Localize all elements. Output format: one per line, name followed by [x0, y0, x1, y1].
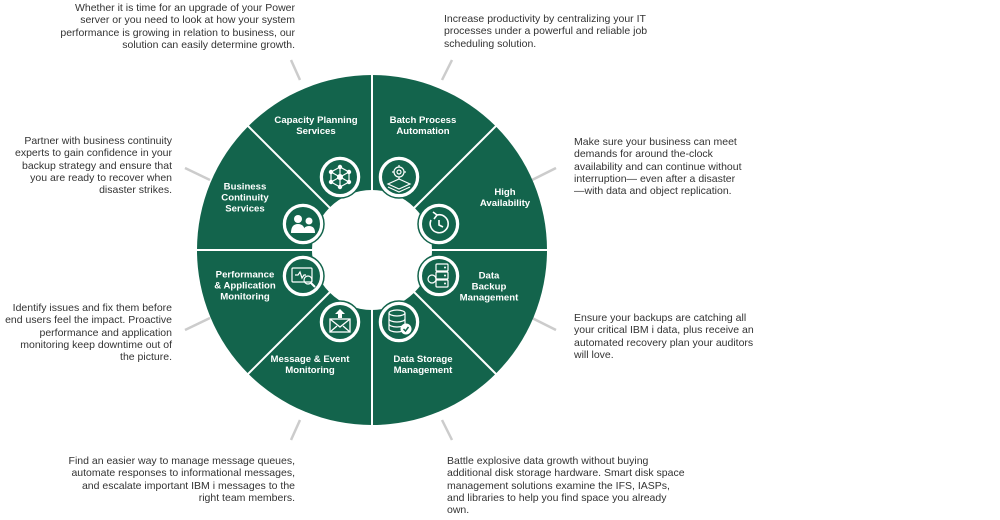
refresh-clock-icon — [417, 202, 461, 246]
segment-label-continuity: Services — [225, 204, 264, 215]
database-check-icon — [377, 300, 421, 344]
segment-label-perf: Monitoring — [220, 292, 270, 303]
connector-line — [289, 419, 302, 441]
description-capacity-planning: Whether it is time for an upgrade of you… — [60, 2, 295, 51]
segment-label-backup: Management — [460, 293, 519, 304]
connector-line — [184, 316, 211, 332]
connector-line — [531, 316, 557, 332]
description-performance: Identify issues and fix them before end … — [5, 302, 172, 364]
segment-label-storage: Data Storage — [393, 354, 452, 365]
people-icon — [281, 202, 325, 246]
segment-label-ha: High — [494, 187, 515, 198]
segment-label-message: Monitoring — [285, 365, 335, 376]
description-business-continuity: Partner with business continuity experts… — [14, 135, 172, 197]
segment-divider — [410, 288, 499, 377]
segment-divider — [410, 123, 499, 212]
segment-label-continuity: Continuity — [221, 193, 269, 204]
segment-label-capacity: Services — [296, 126, 335, 137]
segment-divider — [245, 288, 334, 377]
connector-line — [184, 166, 211, 182]
segment-label-batch: Batch Process — [390, 115, 457, 126]
segment-label-perf: Performance — [216, 269, 275, 280]
segment-dividers — [194, 72, 550, 428]
server-gear-icon — [417, 254, 461, 298]
description-data-backup: Ensure your backups are catching all you… — [574, 312, 754, 361]
segment-divider — [245, 123, 334, 212]
segment-label-capacity: Capacity Planning — [274, 115, 357, 126]
network-nodes-icon — [318, 155, 362, 199]
segment-label-batch: Automation — [396, 126, 449, 137]
description-high-availability: Make sure your business can meet demands… — [574, 136, 742, 198]
description-batch-process: Increase productivity by centralizing yo… — [444, 13, 648, 50]
segment-label-storage: Management — [394, 365, 453, 376]
wheel-center-hole — [312, 190, 432, 310]
segment-label-continuity: Business — [224, 181, 267, 192]
segment-label-backup: Data — [479, 270, 500, 281]
monitor-magnifier-icon — [281, 254, 325, 298]
segment-label-perf: & Application — [214, 281, 276, 292]
gear-stack-icon — [377, 155, 421, 199]
segment-label-backup: Backup — [472, 282, 507, 293]
connector-line — [531, 166, 557, 182]
connector-lines — [184, 59, 557, 441]
description-message-event: Find an easier way to manage message que… — [68, 455, 295, 504]
segment-label-ha: Availability — [480, 198, 531, 209]
connector-line — [440, 419, 454, 441]
connector-line — [289, 59, 302, 81]
segment-label-message: Message & Event — [271, 354, 351, 365]
envelope-icon — [318, 300, 362, 344]
description-data-storage: Battle explosive data growth without buy… — [447, 455, 685, 517]
connector-line — [440, 59, 454, 81]
